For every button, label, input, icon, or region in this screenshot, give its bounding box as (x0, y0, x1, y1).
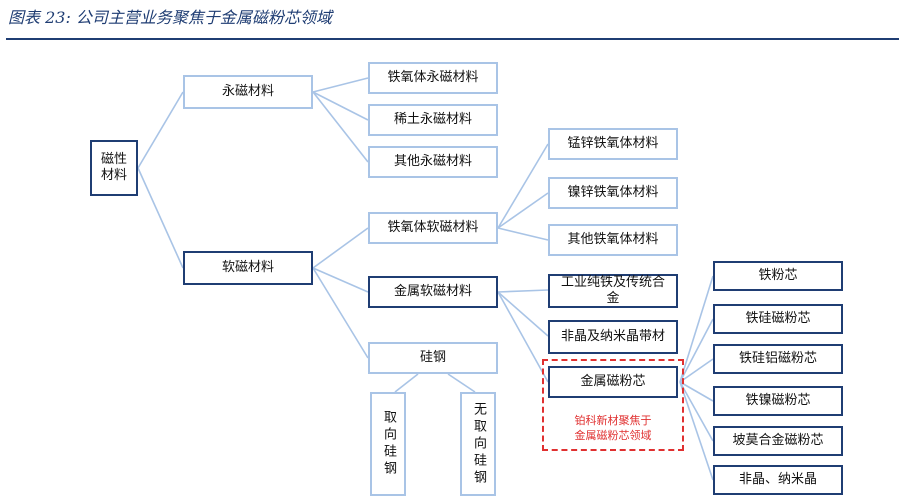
node-pure-iron-alloy: 工业纯铁及传统合金 (548, 274, 678, 308)
node-feni-powder-core: 铁镍磁粉芯 (713, 386, 843, 416)
node-amorphous-strip: 非晶及纳米晶带材 (548, 320, 678, 354)
connector (312, 267, 369, 293)
connector (137, 167, 184, 269)
highlight-dashed-box (542, 359, 684, 451)
node-metal-soft: 金属软磁材料 (368, 276, 498, 308)
focus-note: 铂科新材聚焦于 金属磁粉芯领域 (574, 414, 652, 442)
node-ferrite-permanent: 铁氧体永磁材料 (368, 62, 498, 94)
connector (312, 267, 369, 359)
node-amorphous-nanocrystal: 非晶、纳米晶 (713, 465, 843, 495)
connector (312, 91, 369, 121)
connector (497, 192, 549, 229)
node-soft-magnet: 软磁材料 (183, 251, 313, 285)
connector (679, 381, 714, 442)
connector (497, 143, 549, 229)
node-grain-oriented-steel: 取向硅钢 (370, 392, 406, 496)
node-iron-powder-core: 铁粉芯 (713, 261, 843, 291)
connector (394, 373, 419, 393)
connector (497, 289, 549, 293)
node-other-permanent: 其他永磁材料 (368, 146, 498, 178)
node-permanent-magnet: 永磁材料 (183, 75, 313, 109)
connector (312, 91, 369, 163)
node-nizn-ferrite: 镍锌铁氧体材料 (548, 177, 678, 209)
node-mnzn-ferrite: 锰锌铁氧体材料 (548, 128, 678, 160)
node-rare-earth-permanent: 稀土永磁材料 (368, 104, 498, 136)
figure-title: 图表 23: 公司主营业务聚焦于金属磁粉芯领域 (8, 8, 332, 27)
connector (679, 381, 714, 481)
connector (679, 358, 714, 383)
connector (312, 77, 369, 93)
connector (679, 381, 714, 402)
node-non-oriented-steel: 无取向硅钢 (460, 392, 496, 496)
node-fesial-powder-core: 铁硅铝磁粉芯 (713, 344, 843, 374)
node-fesi-powder-core: 铁硅磁粉芯 (713, 304, 843, 334)
node-metal-powder-core: 金属磁粉芯 (548, 366, 678, 398)
node-magnetic-materials: 磁性 材料 (90, 140, 138, 196)
connector (497, 291, 549, 337)
node-other-ferrite: 其他铁氧体材料 (548, 224, 678, 256)
connector (137, 91, 184, 169)
connector (679, 275, 714, 383)
title-rule (6, 38, 899, 40)
connector (497, 227, 549, 241)
connector (447, 373, 476, 393)
node-ferrite-soft: 铁氧体软磁材料 (368, 212, 498, 244)
connector (497, 291, 549, 383)
connector (312, 227, 369, 269)
node-silicon-steel: 硅钢 (368, 342, 498, 374)
connector (679, 318, 714, 383)
node-permalloy-powder-core: 坡莫合金磁粉芯 (713, 426, 843, 456)
